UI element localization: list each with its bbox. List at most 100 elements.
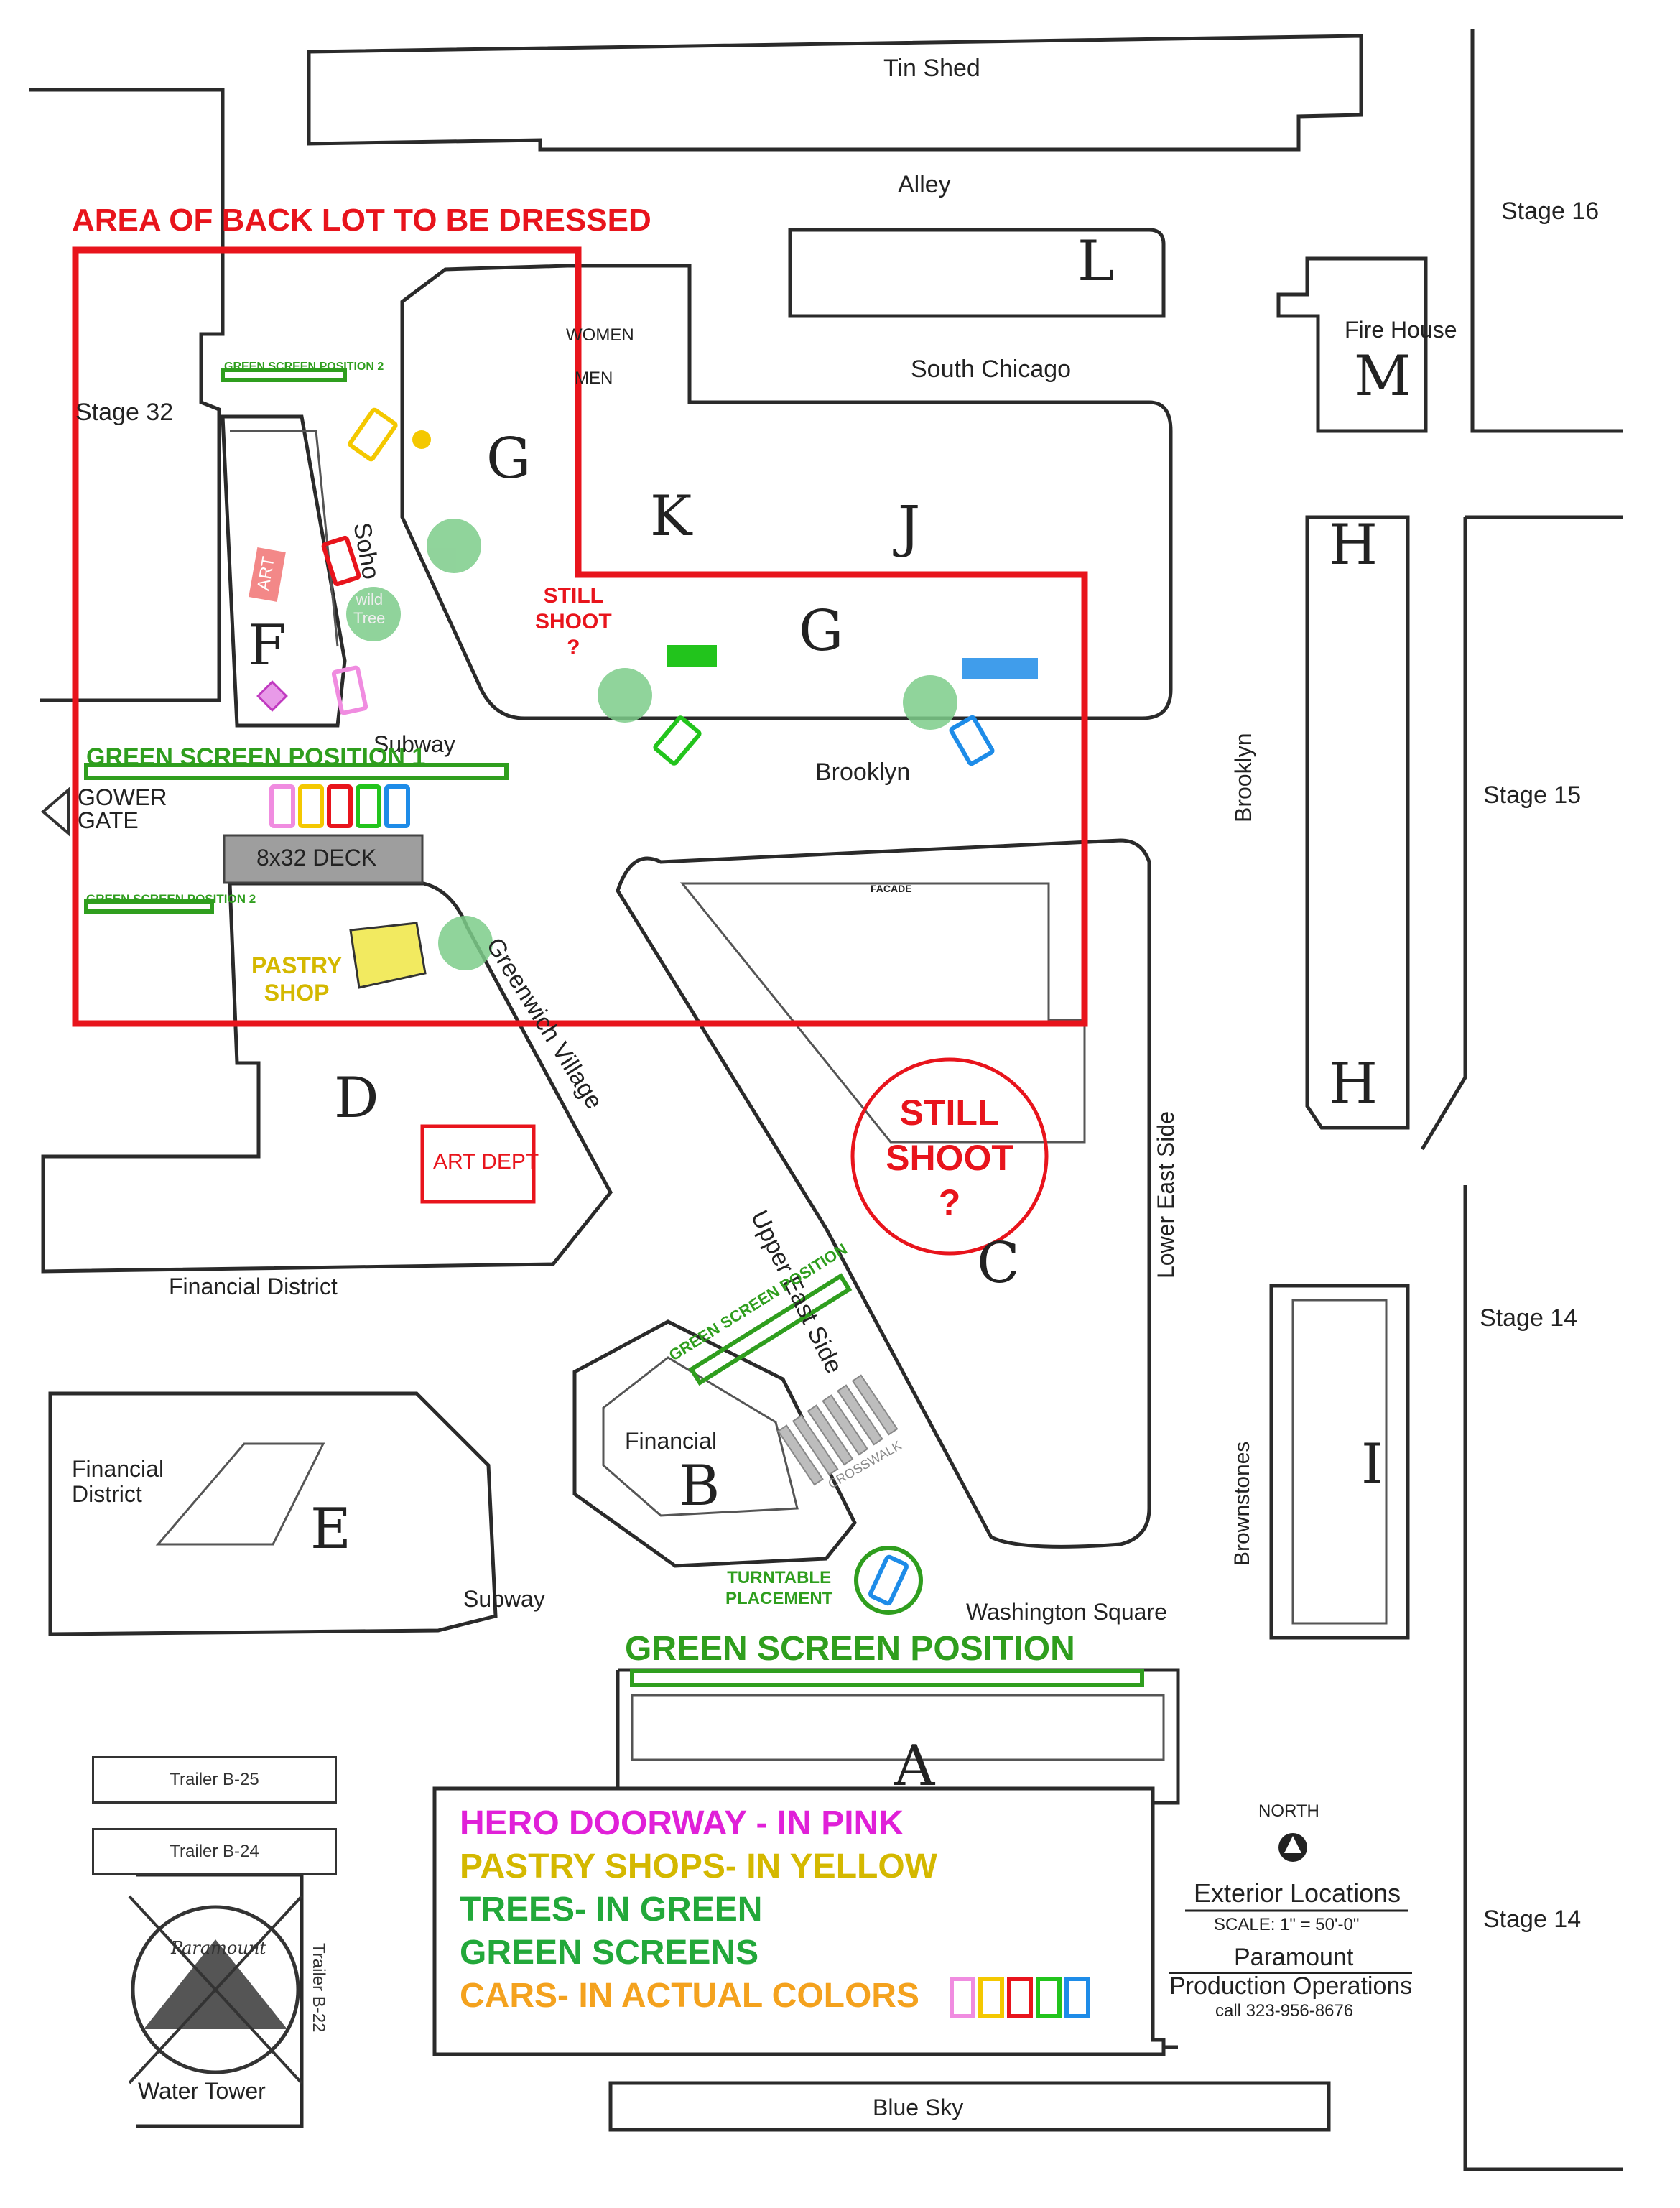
green-screen-position-1-label: GREEN SCREEN POSITION 1: [86, 743, 426, 771]
building-l-outline: [788, 228, 1166, 318]
label-stage-32: Stage 32: [75, 399, 174, 426]
car-blue-row: [384, 784, 410, 828]
org-line-2: Production Operations: [1169, 1972, 1413, 2000]
legend-green-screens: GREEN SCREENS: [460, 1934, 759, 1972]
org-line-1: Paramount: [1234, 1944, 1354, 1971]
label-stage-15: Stage 15: [1483, 781, 1582, 809]
blue-sky-box: [608, 2081, 1331, 2132]
still-shoot-circle: [850, 1057, 1049, 1256]
building-i-outline: [1269, 1284, 1410, 1640]
label-financial: Financial: [625, 1428, 718, 1454]
building-letter-e: E: [310, 1497, 351, 1562]
label-facade: FACADE: [871, 883, 912, 894]
car-green-row: [356, 784, 381, 828]
turntable-label: TURNTABLE PLACEMENT: [725, 1568, 833, 1608]
label-lower-east-side: Lower East Side: [1153, 1110, 1179, 1279]
label-south-chicago: South Chicago: [911, 356, 1072, 383]
pastry-shop-marker: [349, 922, 427, 989]
legend-pastry-shops: PASTRY SHOPS- IN YELLOW: [460, 1847, 937, 1885]
car-yellow-soho: [348, 407, 398, 462]
label-tin-shed: Tin Shed: [883, 55, 980, 82]
label-blue-sky: Blue Sky: [873, 2095, 964, 2120]
building-h-outline: [1305, 515, 1410, 1130]
tin-shed-outline: [307, 34, 1363, 152]
green-screen-position-1-bar: [84, 763, 509, 780]
building-letter-g1: G: [486, 427, 532, 491]
paramount-logo: [131, 1905, 300, 2074]
car-green-brooklyn: [653, 715, 702, 766]
building-m-outline: [1276, 256, 1428, 433]
exterior-locations-title: Exterior Locations: [1194, 1878, 1401, 1908]
base-map-details: [155, 430, 1388, 1761]
building-f-outline: [221, 414, 347, 728]
label-stage-14b: Stage 14: [1483, 1906, 1582, 1933]
label-stage-16: Stage 16: [1501, 198, 1600, 225]
green-screen-position-2-top-bar: [221, 368, 347, 382]
tree-soho: [427, 519, 481, 573]
building-letter-l: L: [1077, 229, 1115, 294]
legend-car-swatches: [950, 1977, 1090, 2018]
legend-cars: CARS- IN ACTUAL COLORS: [460, 1977, 919, 2015]
trailer-b22: Trailer B-22: [309, 1943, 328, 2033]
hero-doorway-marker: [256, 680, 288, 712]
yellow-dot: [412, 430, 431, 449]
still-shoot-small-label: STILL SHOOT ?: [535, 584, 612, 659]
legend-hero-doorway: HERO DOORWAY - IN PINK: [460, 1804, 904, 1842]
green-screens: [84, 368, 1144, 1687]
label-brownstones: Brownstones: [1230, 1441, 1254, 1566]
label-fire-house: Fire House: [1345, 317, 1457, 343]
green-screen-bottom-label: GREEN SCREEN POSITION: [625, 1630, 1075, 1668]
building-letter-k: K: [650, 484, 692, 549]
stage-15-wall: [1420, 515, 1623, 2171]
green-screen-g-strip: [667, 645, 717, 667]
crosswalk-stripes: [777, 1374, 899, 1486]
car-red-soho: [321, 535, 361, 587]
label-financial-district-2: Financial District: [72, 1456, 164, 1508]
label-brooklyn: Brooklyn: [815, 759, 911, 786]
trailer-b25: Trailer B-25: [92, 1756, 337, 1804]
tree-brooklyn-right: [903, 675, 957, 730]
tree-wild: [346, 587, 401, 641]
cars: [269, 407, 995, 828]
label-alley: Alley: [898, 171, 951, 198]
building-letter-j: J: [898, 495, 921, 560]
pastry-shop-label: PASTRY SHOP: [251, 952, 343, 1006]
art-marker: [249, 547, 286, 602]
tree-greenwich: [438, 916, 493, 970]
label-stage-14a: Stage 14: [1480, 1304, 1578, 1332]
dressed-area-header: AREA OF BACK LOT TO BE DRESSED: [72, 203, 651, 238]
stage-32-outline: [29, 88, 225, 702]
label-brooklyn-vertical: Brooklyn: [1230, 733, 1256, 823]
label-water-tower: Water Tower: [138, 2078, 266, 2104]
tree-brooklyn-left: [598, 668, 652, 723]
dressed-area-outline: [72, 246, 1088, 1027]
building-c-outline: [616, 838, 1151, 1549]
gower-gate-arrow: [40, 787, 70, 837]
stage-right-wall: [1470, 29, 1623, 433]
building-letter-h2: H: [1329, 1052, 1378, 1116]
building-g-complex-outline: [400, 264, 1173, 720]
deck-platform: [223, 834, 424, 884]
building-letter-f: F: [248, 613, 287, 678]
building-letter-c: C: [977, 1231, 1020, 1296]
still-shoot-big-label: STILL SHOOT ?: [886, 1093, 1013, 1223]
green-screen-position-bottom-bar: [630, 1669, 1144, 1687]
label-gower-gate: GOWER GATE: [78, 784, 167, 833]
building-d-outline: [41, 881, 613, 1274]
building-letter-h1: H: [1329, 513, 1378, 577]
trees: [346, 519, 957, 970]
building-letter-i: I: [1361, 1432, 1383, 1497]
car-pink-row: [269, 784, 295, 828]
green-screen-position-2-top-label: GREEN SCREEN POSITION 2: [224, 361, 384, 373]
building-letter-a: A: [894, 1734, 935, 1799]
building-e-outline: [48, 1391, 498, 1636]
turntable-car: [868, 1554, 909, 1606]
green-screen-position-diag-bar: [688, 1273, 853, 1386]
building-letter-b: B: [679, 1454, 720, 1518]
building-b-outline: [572, 1319, 857, 1568]
label-financial-district-1: Financial District: [169, 1274, 338, 1299]
car-pink-soho: [331, 665, 368, 715]
legend-trees: TREES- IN GREEN: [460, 1891, 763, 1929]
building-letter-m: M: [1354, 344, 1411, 409]
